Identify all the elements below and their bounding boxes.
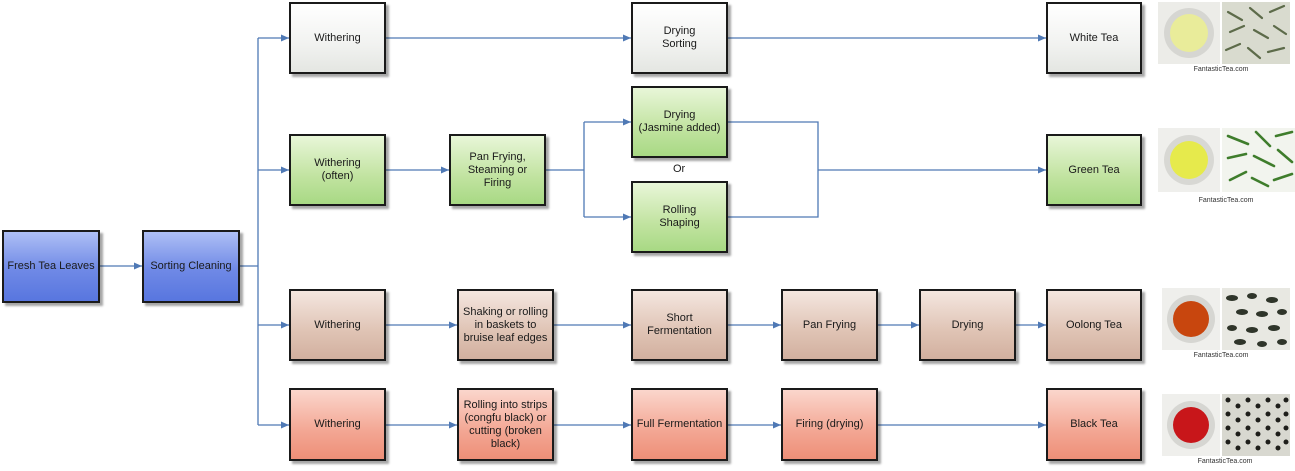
green-tea-cup-and-leaves-icon <box>1158 128 1295 192</box>
credit-black: FantasticTea.com <box>1197 458 1253 465</box>
black-tea-cup-and-leaves-icon <box>1162 394 1290 456</box>
node-green-rolling-shaping: Rolling Shaping <box>631 181 728 253</box>
node-black-withering: Withering <box>289 388 386 461</box>
node-green-tea: Green Tea <box>1046 134 1142 206</box>
credit-oolong: FantasticTea.com <box>1193 352 1249 359</box>
green-split-bus <box>546 122 585 217</box>
node-white-drying-sorting: Drying Sorting <box>631 2 728 74</box>
node-oolong-short-fermentation: Short Fermentation <box>631 289 728 361</box>
credit-green: FantasticTea.com <box>1198 197 1254 204</box>
node-oolong-shaking: Shaking or rolling in baskets to bruise … <box>457 289 554 361</box>
node-fresh-tea-leaves: Fresh Tea Leaves <box>2 230 100 303</box>
node-green-pan-frying: Pan Frying, Steaming or Firing <box>449 134 546 206</box>
node-oolong-pan-frying: Pan Frying <box>781 289 878 361</box>
node-green-drying: Drying (Jasmine added) <box>631 86 728 158</box>
white-tea-cup-and-leaves-icon <box>1158 2 1290 64</box>
oolong-tea-cup-and-leaves-icon <box>1162 288 1290 350</box>
or-label: Or <box>673 163 686 175</box>
green-merge-bus <box>728 121 819 218</box>
node-black-tea: Black Tea <box>1046 388 1142 461</box>
node-oolong-drying: Drying <box>919 289 1016 361</box>
node-black-rolling-cutting: Rolling into strips (congfu black) or cu… <box>457 388 554 461</box>
node-oolong-withering: Withering <box>289 289 386 361</box>
node-sorting-cleaning: Sorting Cleaning <box>142 230 240 303</box>
node-white-tea: White Tea <box>1046 2 1142 74</box>
node-black-firing: Firing (drying) <box>781 388 878 461</box>
node-oolong-tea: Oolong Tea <box>1046 289 1142 361</box>
node-black-full-fermentation: Full Fermentation <box>631 388 728 461</box>
node-white-withering: Withering <box>289 2 386 74</box>
credit-white: FantasticTea.com <box>1193 66 1249 73</box>
node-green-withering: Withering (often) <box>289 134 386 206</box>
sorting-branch-bus <box>240 38 259 425</box>
